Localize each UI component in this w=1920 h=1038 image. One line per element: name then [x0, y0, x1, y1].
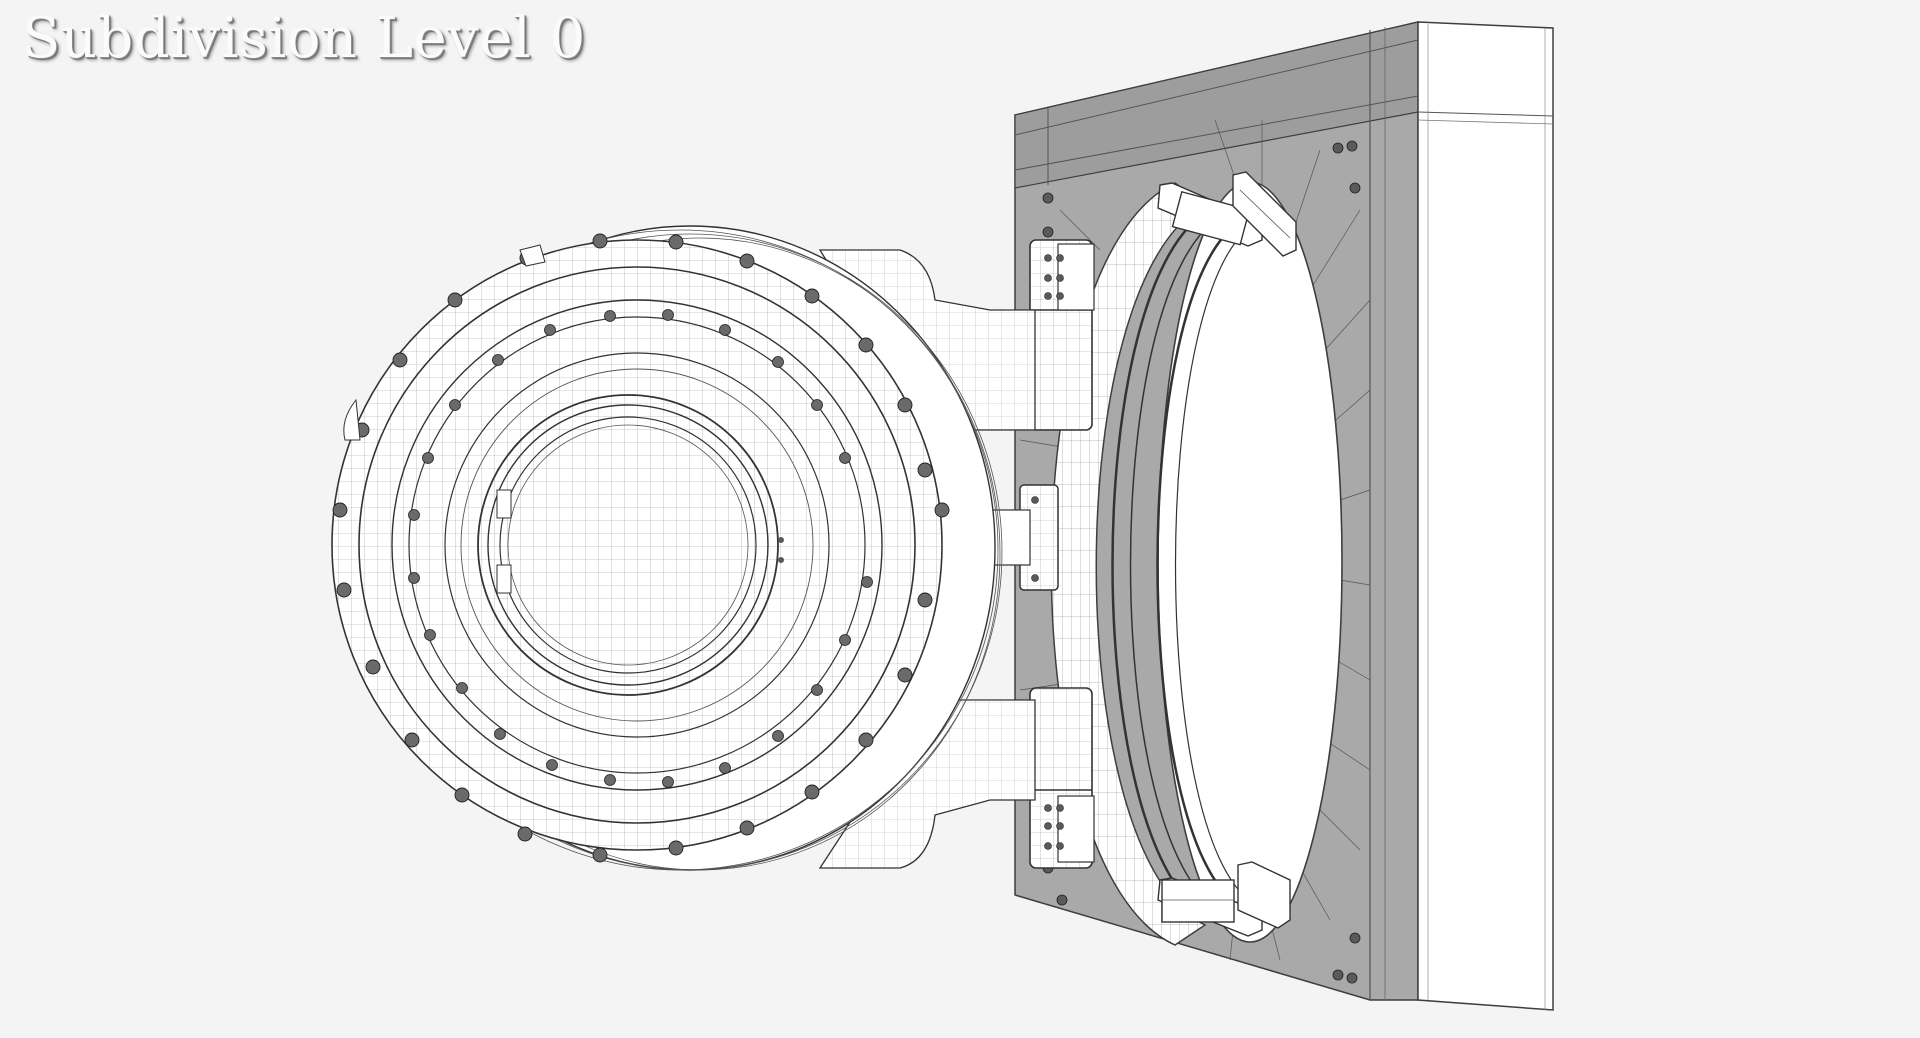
hinge-bottom: [1029, 687, 1095, 869]
vault-opening: [1157, 181, 1343, 943]
vault-door: [331, 225, 1003, 871]
frame-side: [1417, 21, 1554, 1011]
hinge-top: [1029, 239, 1095, 431]
lock-latch-top: [496, 489, 512, 519]
jamb-clamp-bottom: [1157, 861, 1291, 937]
subdivision-level-label: Subdivision Level 0: [22, 6, 586, 71]
door-inner-bolts: [408, 309, 873, 788]
jamb-clamp-top: [1157, 171, 1297, 257]
door-outer-bolts: [332, 233, 950, 863]
lock-latch-bottom: [496, 564, 512, 594]
